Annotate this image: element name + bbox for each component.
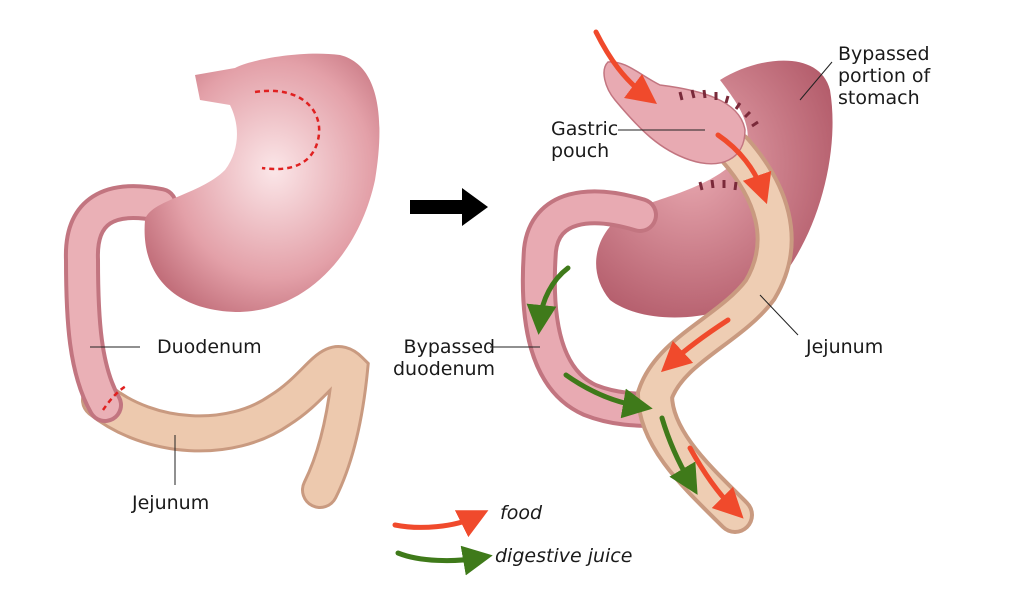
leader-line <box>799 61 833 101</box>
leader-line <box>759 294 799 336</box>
staple-lines <box>678 89 759 191</box>
transition-arrow-icon <box>410 188 488 226</box>
left-jejunum <box>81 345 370 509</box>
label-duodenum: Duodenum <box>157 336 262 358</box>
food-arrows <box>593 29 772 519</box>
label-line: stomach <box>838 87 920 109</box>
label-jejunum-right: Jejunum <box>806 336 884 358</box>
legend-digestive-juice: digestive juice <box>495 545 633 567</box>
label-line: portion of <box>838 65 931 87</box>
food-legend-arrow-icon <box>392 510 489 538</box>
digestive-juice-arrows <box>526 265 698 495</box>
label-line: Bypassed <box>838 43 930 65</box>
digestive-juice-legend-arrow-icon <box>395 545 493 576</box>
label-line: duodenum <box>393 358 496 380</box>
label-gastric-pouch: Gastric pouch <box>551 118 618 162</box>
label-line: Gastric <box>551 118 619 140</box>
label-line: Bypassed <box>403 336 496 358</box>
label-bypassed-duodenum: Bypassed duodenum <box>393 336 495 380</box>
label-line: pouch <box>551 140 610 162</box>
cut-line-duodenum <box>101 383 129 411</box>
label-jejunum-left: Jejunum <box>132 492 210 514</box>
left-duodenum <box>63 184 178 423</box>
legend-food: food <box>500 502 542 524</box>
label-bypassed-stomach: Bypassed portion of stomach <box>838 43 930 109</box>
cut-line-stomach <box>254 89 321 171</box>
left-stomach <box>144 53 380 313</box>
